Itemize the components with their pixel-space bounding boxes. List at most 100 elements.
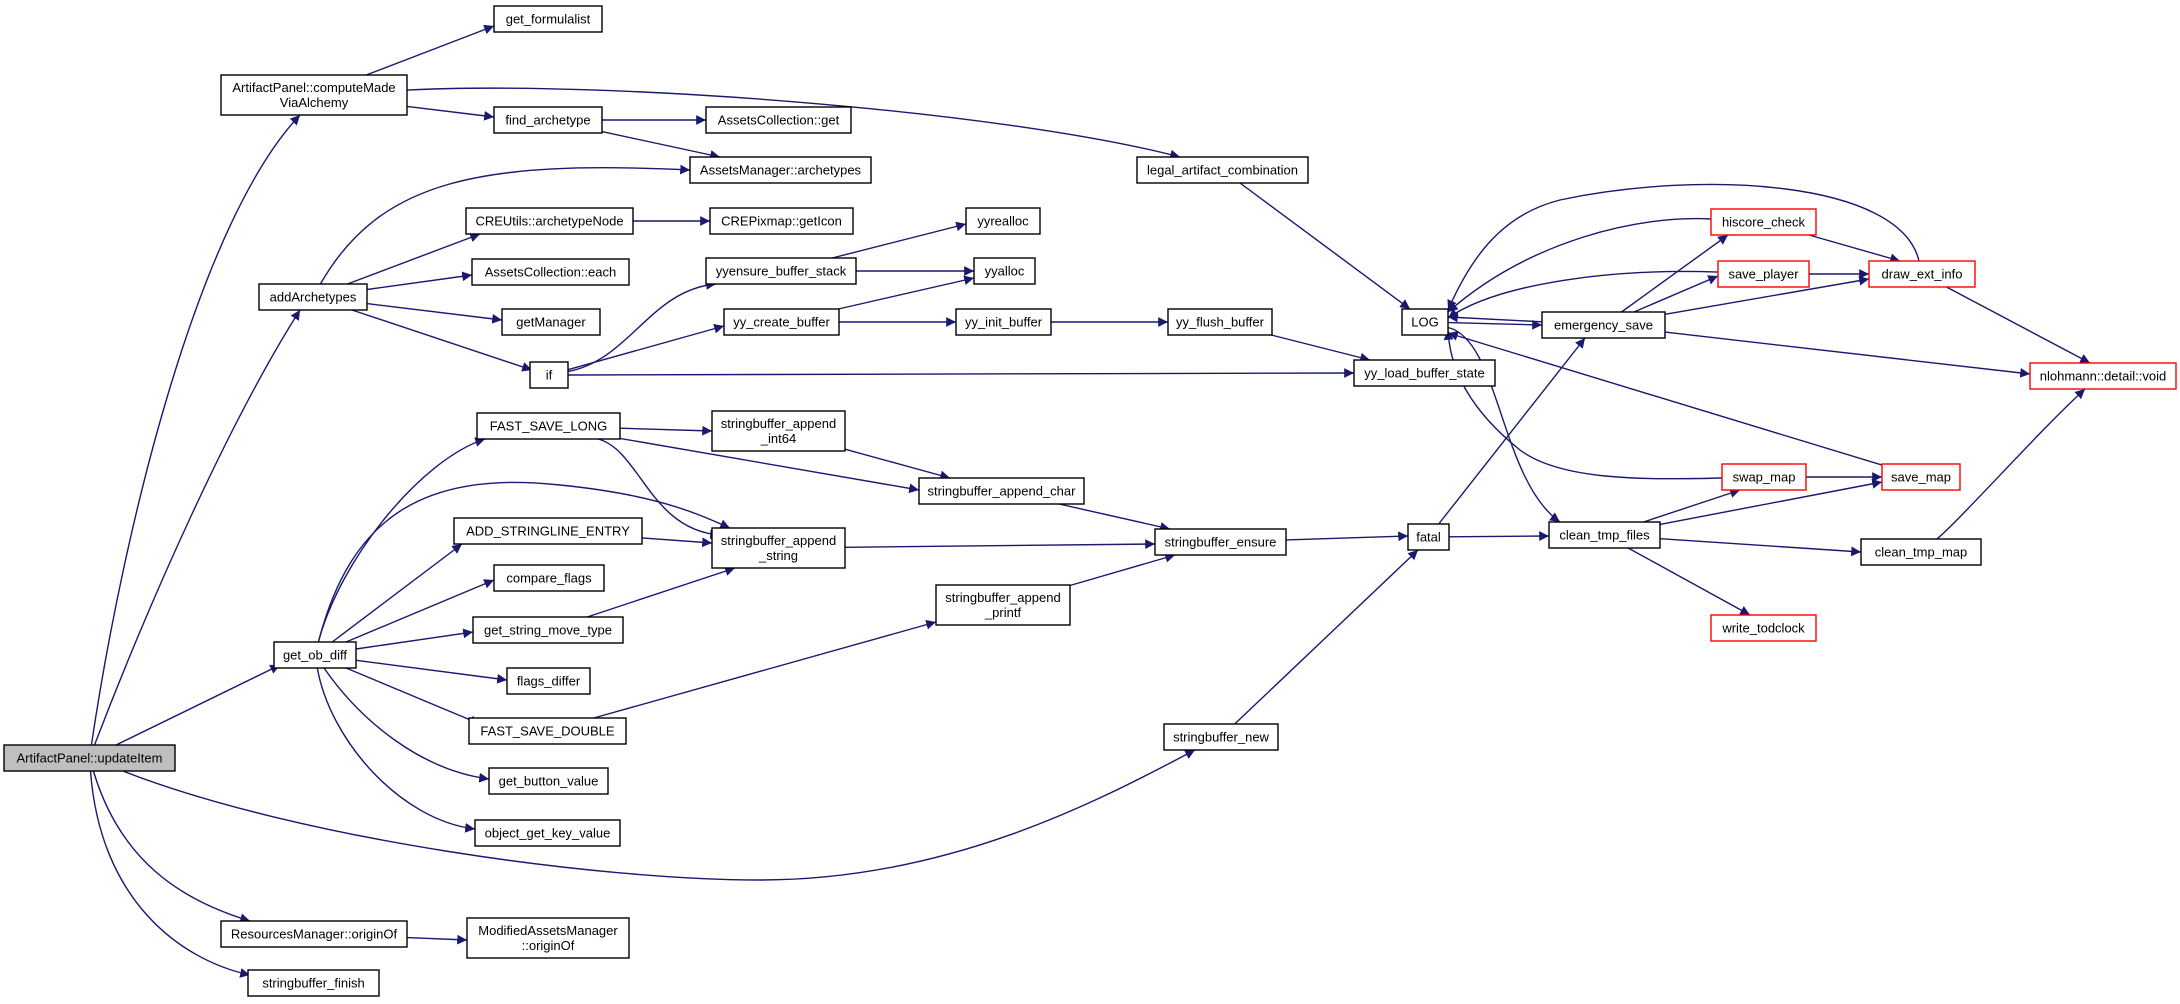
node-save_map[interactable]: save_map xyxy=(1881,463,1961,491)
edge-save_map-to-LOG xyxy=(1447,331,1883,466)
edge-sb_append_char-to-sb_ensure xyxy=(1058,503,1171,532)
node-LOG[interactable]: LOG xyxy=(1401,308,1449,336)
node-box xyxy=(689,156,872,184)
edge-clean_tmp_files-to-clean_tmp_map xyxy=(1659,538,1862,557)
edge-get_ob_diff-to-compare_flags xyxy=(345,579,495,643)
edge-get_ob_diff-to-ADD_STRINGLINE xyxy=(331,543,463,643)
edge-get_ob_diff-to-get_button_value xyxy=(323,667,490,783)
node-addArchetypes[interactable]: addArchetypes xyxy=(258,283,368,311)
node-sb_append_printf[interactable]: stringbuffer_append_printf xyxy=(935,584,1071,626)
edge-yy_create_buffer-to-yyalloc xyxy=(838,275,975,310)
node-box xyxy=(472,616,624,644)
node-sb_append_string[interactable]: stringbuffer_append_string xyxy=(711,527,846,569)
node-sb_append_char[interactable]: stringbuffer_append_char xyxy=(918,477,1085,505)
node-yy_create_buffer[interactable]: yy_create_buffer xyxy=(723,308,840,336)
node-label: stringbuffer_new xyxy=(1173,730,1269,745)
node-find_archetype[interactable]: find_archetype xyxy=(493,106,603,134)
node-compare_flags[interactable]: compare_flags xyxy=(493,564,605,592)
node-label: ResourcesManager::originOf xyxy=(231,927,398,942)
node-sb_ensure[interactable]: stringbuffer_ensure xyxy=(1154,528,1287,556)
node-sb_finish[interactable]: stringbuffer_finish xyxy=(247,969,380,997)
node-box xyxy=(476,412,621,440)
node-fatal[interactable]: fatal xyxy=(1407,523,1450,551)
edge-addArchetypes-to-CREUtils xyxy=(347,232,481,285)
node-legal_artifact[interactable]: legal_artifact_combination xyxy=(1136,156,1309,184)
node-yyrealloc[interactable]: yyrealloc xyxy=(965,207,1041,235)
node-updateItem[interactable]: ArtifactPanel::updateItem xyxy=(3,744,176,772)
edge-clean_tmp_map-to-nlohmann_void xyxy=(1936,388,2086,540)
node-get_formulalist[interactable]: get_formulalist xyxy=(493,5,603,33)
node-label: AssetsManager::archetypes xyxy=(700,163,862,178)
node-yyalloc[interactable]: yyalloc xyxy=(973,257,1036,285)
node-label: compare_flags xyxy=(506,571,592,586)
node-save_player[interactable]: save_player xyxy=(1717,260,1810,288)
node-write_todclock[interactable]: write_todclock xyxy=(1710,614,1817,642)
edge-fatal-to-emergency_save xyxy=(1438,337,1586,525)
node-label: LOG xyxy=(1411,315,1438,330)
node-FAST_SAVE_LONG[interactable]: FAST_SAVE_LONG xyxy=(476,412,621,440)
node-emergency_save[interactable]: emergency_save xyxy=(1541,311,1666,339)
node-CREPixmap[interactable]: CREPixmap::getIcon xyxy=(709,207,854,235)
edge-get_ob_diff-to-FAST_SAVE_LONG xyxy=(317,437,486,643)
node-label: ArtifactPanel::updateItem xyxy=(17,751,163,766)
node-get_button_value[interactable]: get_button_value xyxy=(488,767,609,795)
node-yy_init_buffer[interactable]: yy_init_buffer xyxy=(955,308,1052,336)
node-draw_ext_info[interactable]: draw_ext_info xyxy=(1868,260,1976,288)
node-sb_new[interactable]: stringbuffer_new xyxy=(1163,723,1279,751)
edge-RM_originOf-to-MAM_originOf xyxy=(406,934,468,945)
edge-computeMade-to-get_formulalist xyxy=(365,24,495,76)
node-box xyxy=(1860,538,1982,566)
node-FAST_SAVE_DOUBLE[interactable]: FAST_SAVE_DOUBLE xyxy=(468,717,627,745)
node-label: getManager xyxy=(516,315,586,330)
node-RM_originOf[interactable]: ResourcesManager::originOf xyxy=(220,920,408,948)
node-nlohmann_void[interactable]: nlohmann::detail::void xyxy=(2029,362,2177,390)
node-yy_flush_buffer[interactable]: yy_flush_buffer xyxy=(1167,308,1273,336)
node-AC_get[interactable]: AssetsCollection::get xyxy=(705,106,852,134)
node-label: get_ob_diff xyxy=(283,648,347,663)
node-label: yyalloc xyxy=(985,264,1025,279)
node-yy_load_buffer_state[interactable]: yy_load_buffer_state xyxy=(1353,359,1496,387)
node-box xyxy=(1710,208,1817,236)
node-MAM_originOf[interactable]: ModifiedAssetsManager::originOf xyxy=(466,917,630,959)
node-box xyxy=(705,257,857,285)
node-box xyxy=(1163,723,1279,751)
edge-addArchetypes-to-AM_archetypes xyxy=(319,164,691,285)
node-box xyxy=(471,258,630,286)
node-box xyxy=(3,744,176,772)
node-flags_differ[interactable]: flags_differ xyxy=(506,667,591,695)
node-label: stringbuffer_append xyxy=(945,590,1060,605)
node-label: legal_artifact_combination xyxy=(1147,163,1298,178)
node-box xyxy=(1710,614,1817,642)
edge-get_ob_diff-to-object_get_key_value xyxy=(316,667,476,833)
node-get_ob_diff[interactable]: get_ob_diff xyxy=(273,641,357,669)
node-label: if xyxy=(546,368,553,383)
node-getManager[interactable]: getManager xyxy=(501,308,601,336)
edge-draw_ext_info-to-nlohmann_void xyxy=(1946,286,2091,364)
node-if[interactable]: if xyxy=(529,361,569,389)
node-get_string_move_type[interactable]: get_string_move_type xyxy=(472,616,624,644)
node-yyensure[interactable]: yyensure_buffer_stack xyxy=(705,257,857,285)
node-AC_each[interactable]: AssetsCollection::each xyxy=(471,258,630,286)
node-label: yyrealloc xyxy=(977,214,1029,229)
node-box xyxy=(474,819,621,847)
node-sb_append_int64[interactable]: stringbuffer_append_int64 xyxy=(711,410,846,452)
node-label: draw_ext_info xyxy=(1882,267,1963,282)
node-clean_tmp_map[interactable]: clean_tmp_map xyxy=(1860,538,1982,566)
edge-draw_ext_info-to-LOG xyxy=(1447,183,1920,311)
node-object_get_key_value[interactable]: object_get_key_value xyxy=(474,819,621,847)
node-ADD_STRINGLINE[interactable]: ADD_STRINGLINE_ENTRY xyxy=(453,517,643,545)
node-label: nlohmann::detail::void xyxy=(2040,369,2166,384)
node-box xyxy=(488,767,609,795)
node-label: flags_differ xyxy=(517,674,581,689)
node-CREUtils[interactable]: CREUtils::archetypeNode xyxy=(465,207,634,235)
node-label: fatal xyxy=(1416,530,1441,545)
edge-updateItem-to-sb_new xyxy=(122,749,1196,881)
node-AM_archetypes[interactable]: AssetsManager::archetypes xyxy=(689,156,872,184)
node-box xyxy=(273,641,357,669)
node-hiscore_check[interactable]: hiscore_check xyxy=(1710,208,1817,236)
node-swap_map[interactable]: swap_map xyxy=(1721,463,1807,491)
edge-save_player-to-LOG xyxy=(1447,270,1719,319)
node-label: save_map xyxy=(1891,470,1951,485)
node-clean_tmp_files[interactable]: clean_tmp_files xyxy=(1548,521,1661,549)
